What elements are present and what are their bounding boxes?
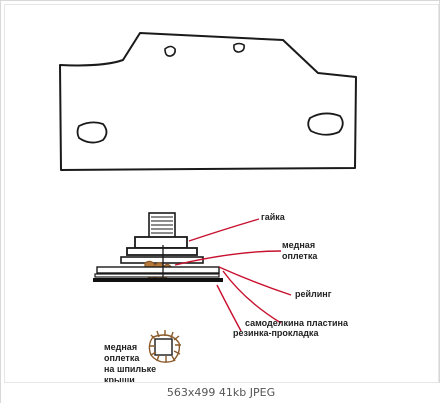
- homemade-plate: [94, 273, 220, 278]
- roof-mount-right: [233, 42, 245, 53]
- label-nut: гайка: [261, 212, 285, 222]
- leader-lines: [174, 218, 292, 332]
- label-copper-braid: медная оплетка: [282, 240, 317, 262]
- label-copper-braid-line-1: медная: [282, 240, 316, 250]
- label-copper-braid-line-2: оплетка: [282, 251, 318, 261]
- wheel-right: [307, 112, 344, 136]
- wheel-left: [76, 121, 108, 144]
- diagram-image: гайка медная оплетка рейлинг самоделкина…: [4, 4, 439, 383]
- roof-rail: [96, 266, 220, 274]
- image-filesize: 41kb: [218, 386, 247, 399]
- image-info-bar: 563x499 41kb JPEG: [1, 383, 440, 403]
- mount-assembly: [93, 212, 223, 282]
- copper-braid-on-stud-illustration: [148, 330, 181, 363]
- image-format: JPEG: [249, 386, 276, 399]
- image-dimensions: 563x499: [166, 386, 216, 399]
- nut: [134, 236, 188, 249]
- label-braid-stud-line-1: медная: [104, 342, 138, 352]
- label-roof-rail: рейлинг: [295, 289, 332, 299]
- sketch-canvas: [59, 32, 357, 363]
- label-copper-braid-on-stud: медная оплетка на шпильке крыши: [104, 342, 157, 383]
- label-rubber-gasket: резинка-прокладка: [233, 328, 319, 338]
- label-homemade-plate: самоделкина пластина: [245, 318, 348, 328]
- label-braid-stud-line-2: оплетка: [104, 353, 140, 363]
- rubber-gasket: [93, 278, 223, 282]
- roof-mount-left: [164, 45, 176, 57]
- label-braid-stud-line-4: крыши: [104, 375, 135, 383]
- car-outline: [59, 32, 357, 171]
- label-braid-stud-line-3: на шпильке: [104, 364, 157, 374]
